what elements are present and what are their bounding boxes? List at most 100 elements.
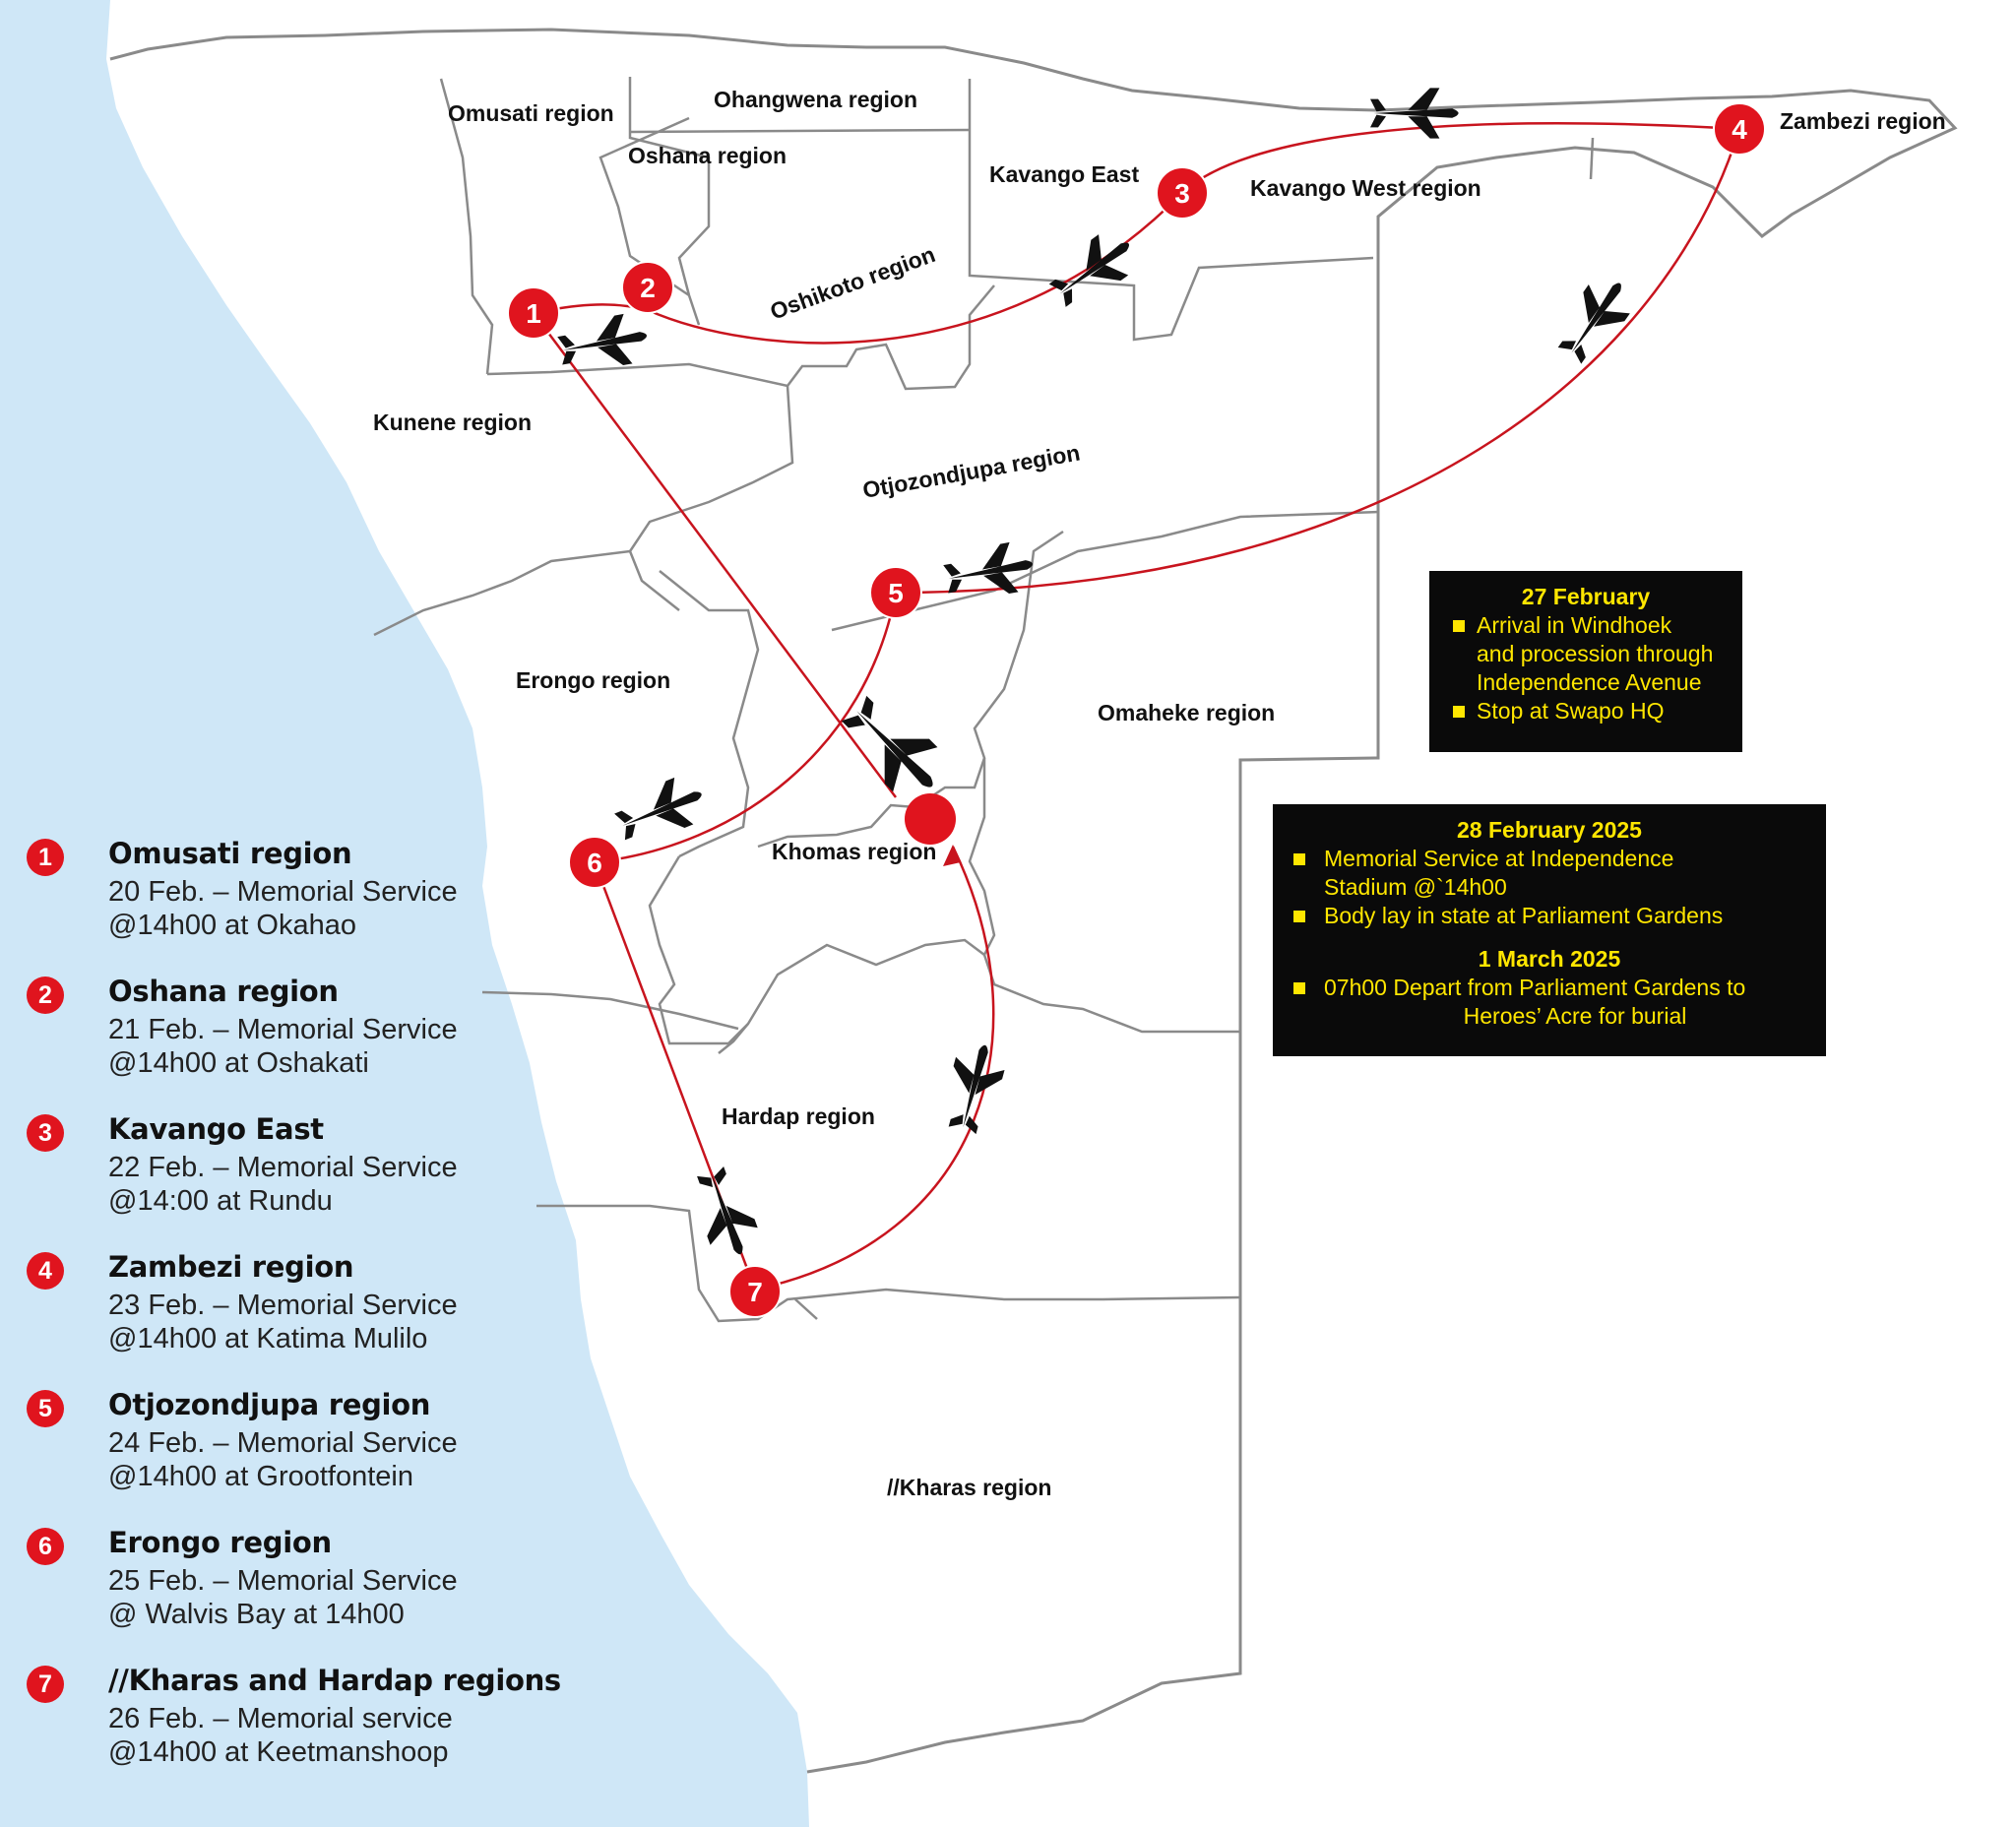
airplane-icons <box>557 88 1630 1255</box>
route-arrowhead <box>943 845 961 866</box>
windhoek-marker <box>905 793 956 845</box>
region-labels: Omusati region Ohangwena region Oshana r… <box>373 87 1946 1500</box>
ocean <box>0 0 809 1827</box>
stop-marker-2: 2 <box>621 261 674 314</box>
box-item: Body lay in state at Parliament Gardens <box>1273 902 1826 930</box>
box-line: Heroes’ Acre for burial <box>1463 1003 1687 1029</box>
box-item: 07h00 Depart from Parliament Gardens to … <box>1273 974 1826 1031</box>
info-box-final-days: 28 February 2025 Memorial Service at Ind… <box>1273 804 1826 1056</box>
legend-item: 7 //Kharas and Hardap regions 26 Feb. – … <box>22 1662 573 1799</box>
bullet-square-icon <box>1453 706 1465 718</box>
region-label: Oshana region <box>628 143 787 168</box>
stop-markers: 1 2 3 4 5 6 7 <box>507 102 1766 1318</box>
box-line: and procession through <box>1477 641 1714 666</box>
route-5-to-6 <box>594 592 898 864</box>
region-label: Erongo region <box>516 667 670 693</box>
route-4-to-5 <box>895 128 1741 595</box>
legend-badge: 4 <box>27 1252 64 1290</box>
route-7-to-windhoek <box>754 846 995 1292</box>
stop-number: 3 <box>1174 178 1190 209</box>
region-label: Ohangwena region <box>714 87 917 112</box>
legend-title: Zambezi region <box>108 1250 354 1284</box>
legend-badge: 5 <box>27 1390 64 1427</box>
legend-title: Kavango East <box>108 1112 324 1146</box>
region-borders <box>373 77 1595 1323</box>
legend-line: @14h00 at Oshakati <box>108 1047 369 1079</box>
stop-number: 4 <box>1732 114 1747 145</box>
box-item: Memorial Service at Independence Stadium… <box>1273 845 1826 902</box>
route-3-to-4 <box>1181 122 1740 194</box>
airplane-icon <box>1557 283 1630 364</box>
airplane-icon <box>557 313 647 365</box>
stop-number: 2 <box>640 273 656 303</box>
legend-badge: 7 <box>27 1666 64 1703</box>
stop-number: 7 <box>747 1277 763 1307</box>
region-label: Zambezi region <box>1780 108 1946 134</box>
stop-marker-3: 3 <box>1156 166 1209 220</box>
stop-number: 5 <box>888 578 904 608</box>
region-label: Otjozondjupa region <box>860 439 1082 502</box>
legend-line: 24 Feb. – Memorial Service <box>108 1427 458 1459</box>
airplane-icon <box>1370 88 1459 139</box>
bullet-square-icon <box>1293 982 1305 994</box>
legend-item: 4 Zambezi region 23 Feb. – Memorial Serv… <box>22 1248 573 1386</box>
stop-number: 6 <box>587 848 602 878</box>
legend-line: @14h00 at Keetmanshoop <box>108 1736 449 1768</box>
airplane-icon <box>841 695 938 792</box>
stop-marker-4: 4 <box>1713 102 1766 156</box>
box-date: 27 February <box>1521 584 1651 609</box>
legend-badge: 1 <box>27 839 64 876</box>
stop-marker-7: 7 <box>728 1265 782 1318</box>
legend-badge: 6 <box>27 1528 64 1565</box>
airplane-icon <box>697 1166 758 1255</box>
region-label: //Kharas region <box>887 1475 1051 1500</box>
box-line: 07h00 Depart from Parliament Gardens to <box>1324 975 1746 1000</box>
box-line: Stadium @`14h00 <box>1324 874 1507 900</box>
legend-line: 26 Feb. – Memorial service <box>108 1703 453 1734</box>
legend-title: Oshana region <box>108 975 339 1008</box>
region-label: Omusati region <box>448 100 614 126</box>
legend-item: 5 Otjozondjupa region 24 Feb. – Memorial… <box>22 1386 573 1524</box>
box-item: Stop at Swapo HQ <box>1429 697 1742 725</box>
legend-badge: 3 <box>27 1114 64 1152</box>
legend-line: 25 Feb. – Memorial Service <box>108 1565 458 1597</box>
box-line: Memorial Service at Independence <box>1324 846 1674 871</box>
legend-title: Omusati region <box>108 837 352 870</box>
stop-marker-1: 1 <box>507 286 560 340</box>
legend-item: 6 Erongo region 25 Feb. – Memorial Servi… <box>22 1524 573 1662</box>
region-label: Oshikoto region <box>767 241 939 325</box>
legend-item: 3 Kavango East 22 Feb. – Memorial Servic… <box>22 1110 573 1248</box>
country-outline <box>109 28 1958 1774</box>
box-item: Arrival in Windhoek and procession throu… <box>1429 611 1742 697</box>
legend-line: @14h00 at Katima Mulilo <box>108 1323 428 1354</box>
legend-line: @14:00 at Rundu <box>108 1185 333 1217</box>
region-label: Kavango West region <box>1250 175 1481 201</box>
bullet-square-icon <box>1293 853 1305 865</box>
legend-item: 1 Omusati region 20 Feb. – Memorial Serv… <box>22 835 573 973</box>
legend-line: 23 Feb. – Memorial Service <box>108 1290 458 1321</box>
stop-marker-5: 5 <box>869 566 922 619</box>
legend-line: @ Walvis Bay at 14h00 <box>108 1599 405 1630</box>
box-line: Body lay in state at Parliament Gardens <box>1324 903 1724 928</box>
box-line: Independence Avenue <box>1477 669 1702 695</box>
legend-item: 2 Oshana region 21 Feb. – Memorial Servi… <box>22 973 573 1110</box>
legend-line: 20 Feb. – Memorial Service <box>108 876 458 908</box>
legend-line: @14h00 at Okahao <box>108 910 356 941</box>
airplane-icon <box>943 541 1033 594</box>
airplane-icon <box>614 777 702 841</box>
box-line: Arrival in Windhoek <box>1477 612 1672 638</box>
box-date: 28 February 2025 <box>1457 817 1642 843</box>
stop-marker-6: 6 <box>568 836 621 889</box>
bullet-square-icon <box>1293 911 1305 922</box>
region-label: Omaheke region <box>1098 700 1275 725</box>
box-date: 1 March 2025 <box>1478 946 1621 972</box>
legend-line: @14h00 at Grootfontein <box>108 1461 413 1492</box>
bullet-square-icon <box>1453 620 1465 632</box>
legend-title: Erongo region <box>108 1526 332 1559</box>
stop-number: 1 <box>526 298 541 329</box>
stops-legend: 1 Omusati region 20 Feb. – Memorial Serv… <box>22 835 573 1799</box>
region-label: Khomas region <box>772 839 936 864</box>
legend-title: //Kharas and Hardap regions <box>108 1664 561 1697</box>
legend-title: Otjozondjupa region <box>108 1388 431 1421</box>
